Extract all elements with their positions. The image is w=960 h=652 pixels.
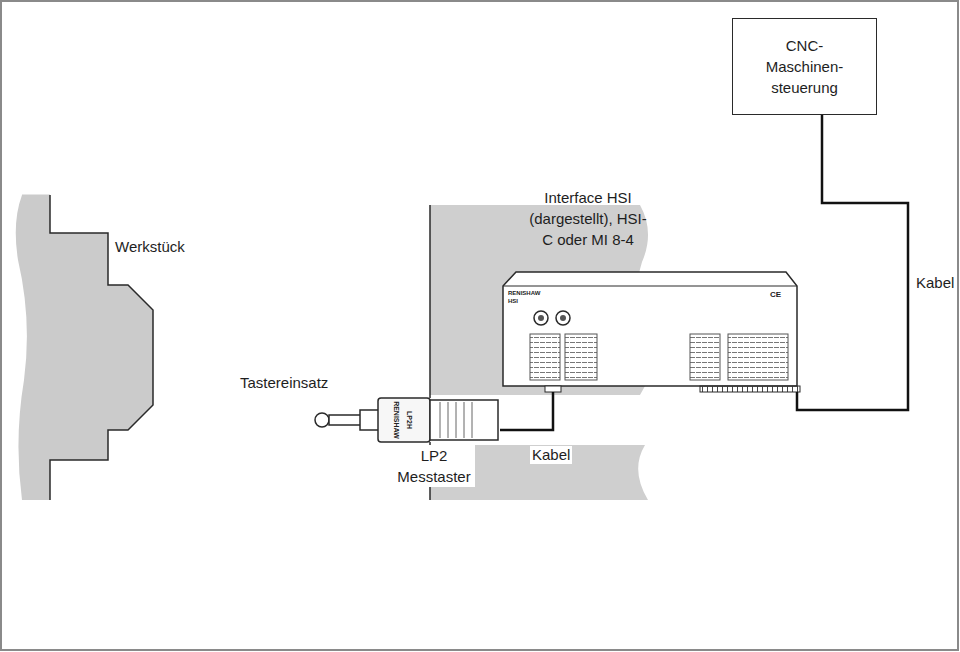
device-knob	[560, 315, 566, 321]
probe-unit: LP2 Messtaster	[315, 395, 500, 495]
cable-label: Kabel	[914, 274, 956, 292]
device-housing	[503, 272, 797, 386]
node-text: Interface HSI (dargestellt), HSI-C oder …	[524, 187, 652, 250]
cable	[500, 392, 553, 430]
part-label: Tastereinsatz	[240, 374, 328, 392]
stylus-rod	[329, 415, 361, 425]
device-marking: HSI	[508, 298, 518, 305]
device-marking: RENISHAW	[392, 401, 400, 439]
node-text: CNC- Maschinen- steuerung	[764, 35, 846, 98]
stylus-ball	[315, 413, 329, 427]
probe-drawing	[315, 398, 498, 442]
ridge-stroke	[456, 402, 457, 438]
device-knob	[534, 311, 548, 325]
workpiece-edge	[22, 195, 50, 196]
controller-box: CNC- Maschinen- steuerung	[732, 18, 877, 115]
device-edge	[503, 286, 797, 287]
node-text: LP2 Messtaster	[393, 445, 475, 487]
wall-edge	[429, 205, 431, 398]
device-label-panel	[530, 334, 560, 380]
device-knob	[556, 311, 570, 325]
device-marking: CE	[770, 290, 781, 300]
device-marking: LP2H	[405, 411, 413, 429]
interface-unit: Interface HSI (dargestellt), HSI-C oder …	[500, 185, 800, 392]
cable	[797, 115, 908, 410]
device-label-panel	[690, 334, 720, 380]
cable-label: Kabel	[530, 446, 572, 464]
ridge-stroke	[472, 402, 473, 438]
probe-connector	[545, 386, 561, 392]
device-label-panel	[565, 334, 597, 380]
ridge-stroke	[464, 402, 465, 438]
probe-body	[378, 398, 430, 442]
ridge-stroke	[448, 402, 449, 438]
ridge-stroke	[440, 402, 441, 438]
device-knob	[538, 315, 544, 321]
part-label: Werkstück	[115, 238, 185, 256]
probe-collar	[430, 400, 498, 440]
terminal-strip	[700, 386, 800, 392]
interface-drawing	[503, 272, 800, 392]
device-marking: RENISHAW	[508, 290, 540, 297]
stylus-holder	[360, 410, 379, 430]
device-label-panel	[728, 334, 788, 380]
collar-ridges	[440, 402, 472, 438]
